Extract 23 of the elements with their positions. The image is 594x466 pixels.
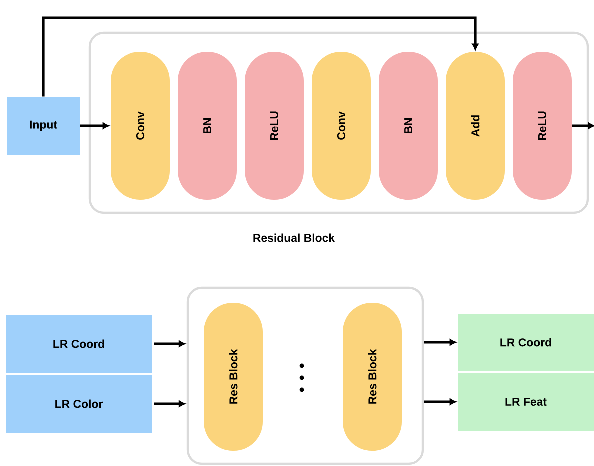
arrow (42, 16, 479, 97)
layer-pill: Res Block (343, 303, 402, 451)
arrow (572, 122, 594, 130)
output-box: LR Feat (458, 373, 594, 431)
layer-pill: Conv (312, 52, 371, 200)
input-box: LR Color (6, 375, 152, 433)
layer-pill: ReLU (513, 52, 572, 200)
layer-pill: Add (446, 52, 505, 200)
layer-pill: ReLU (245, 52, 304, 200)
layer-pill: Conv (111, 52, 170, 200)
block-container (186, 286, 424, 466)
arrow (80, 122, 110, 130)
arrow (424, 339, 456, 346)
arrow (154, 400, 186, 408)
output-box: LR Coord (458, 314, 594, 371)
layer-pill: Res Block (204, 303, 263, 451)
input-box: Input (7, 97, 80, 155)
layer-pill: BN (178, 52, 237, 200)
input-box: LR Coord (6, 315, 152, 373)
arrow (424, 398, 456, 406)
layer-pill: BN (379, 52, 438, 200)
arrow (154, 340, 186, 348)
block-title: Residual Block (254, 234, 336, 242)
